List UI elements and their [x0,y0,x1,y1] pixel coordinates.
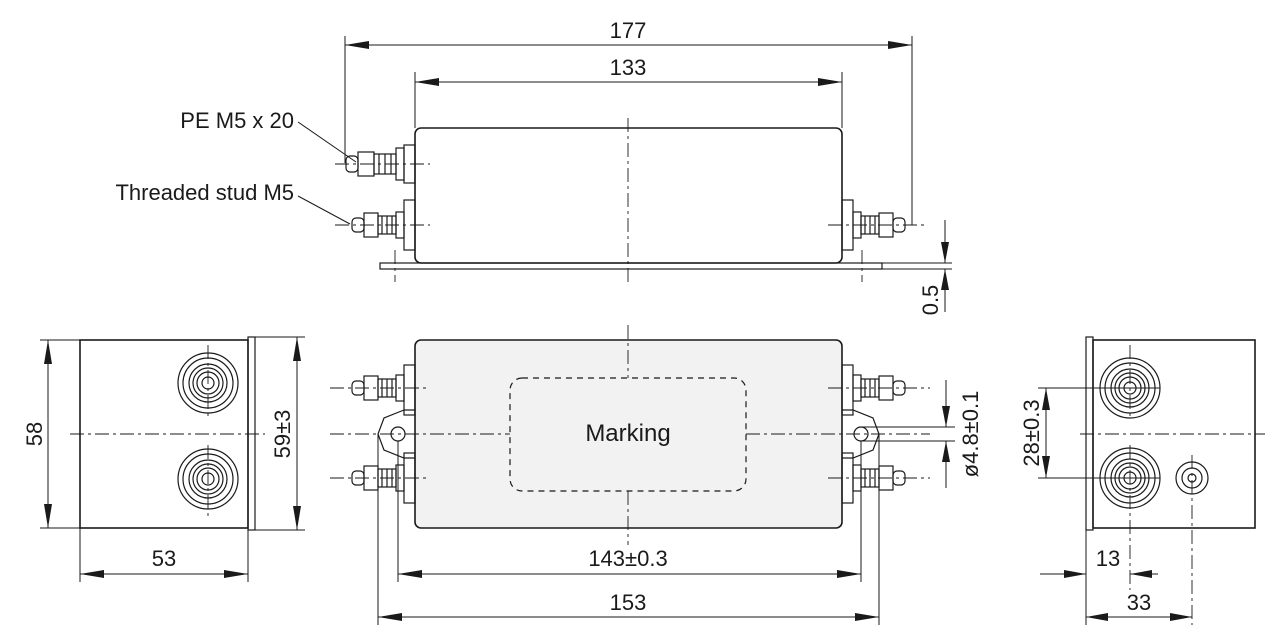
dim-side-width: 53 [152,546,176,571]
dim-top-overall: 177 [610,18,647,43]
label-pe-terminal: PE M5 x 20 [180,108,294,133]
left-side-view: 58 59±3 53 [22,336,305,582]
dim-side-height: 58 [22,422,47,446]
dim-hole-diameter: ø4.8±0.1 [958,391,983,478]
dim-side-height-total: 59±3 [270,410,295,459]
right-side-view: 28±0.3 13 33 [1019,336,1265,625]
label-marking: Marking [585,420,670,447]
dim-hole-spacing: 143±0.3 [588,546,667,571]
top-view: 177 133 0.5 PE M5 x 20 Threaded stud M5 [115,18,952,315]
front-view: Marking 143±0.3 153 ø4.8±0.1 [330,325,983,625]
label-threaded-stud: Threaded stud M5 [115,180,294,205]
dim-plate-thickness: 0.5 [918,285,943,316]
dim-right-offset: 13 [1096,546,1120,571]
dim-terminal-spacing: 28±0.3 [1019,399,1044,466]
filter-body [414,127,843,264]
dim-front-overall: 153 [610,590,647,615]
dim-top-body: 133 [610,55,647,80]
dim-right-width: 33 [1127,590,1151,615]
base-plate [379,262,883,270]
